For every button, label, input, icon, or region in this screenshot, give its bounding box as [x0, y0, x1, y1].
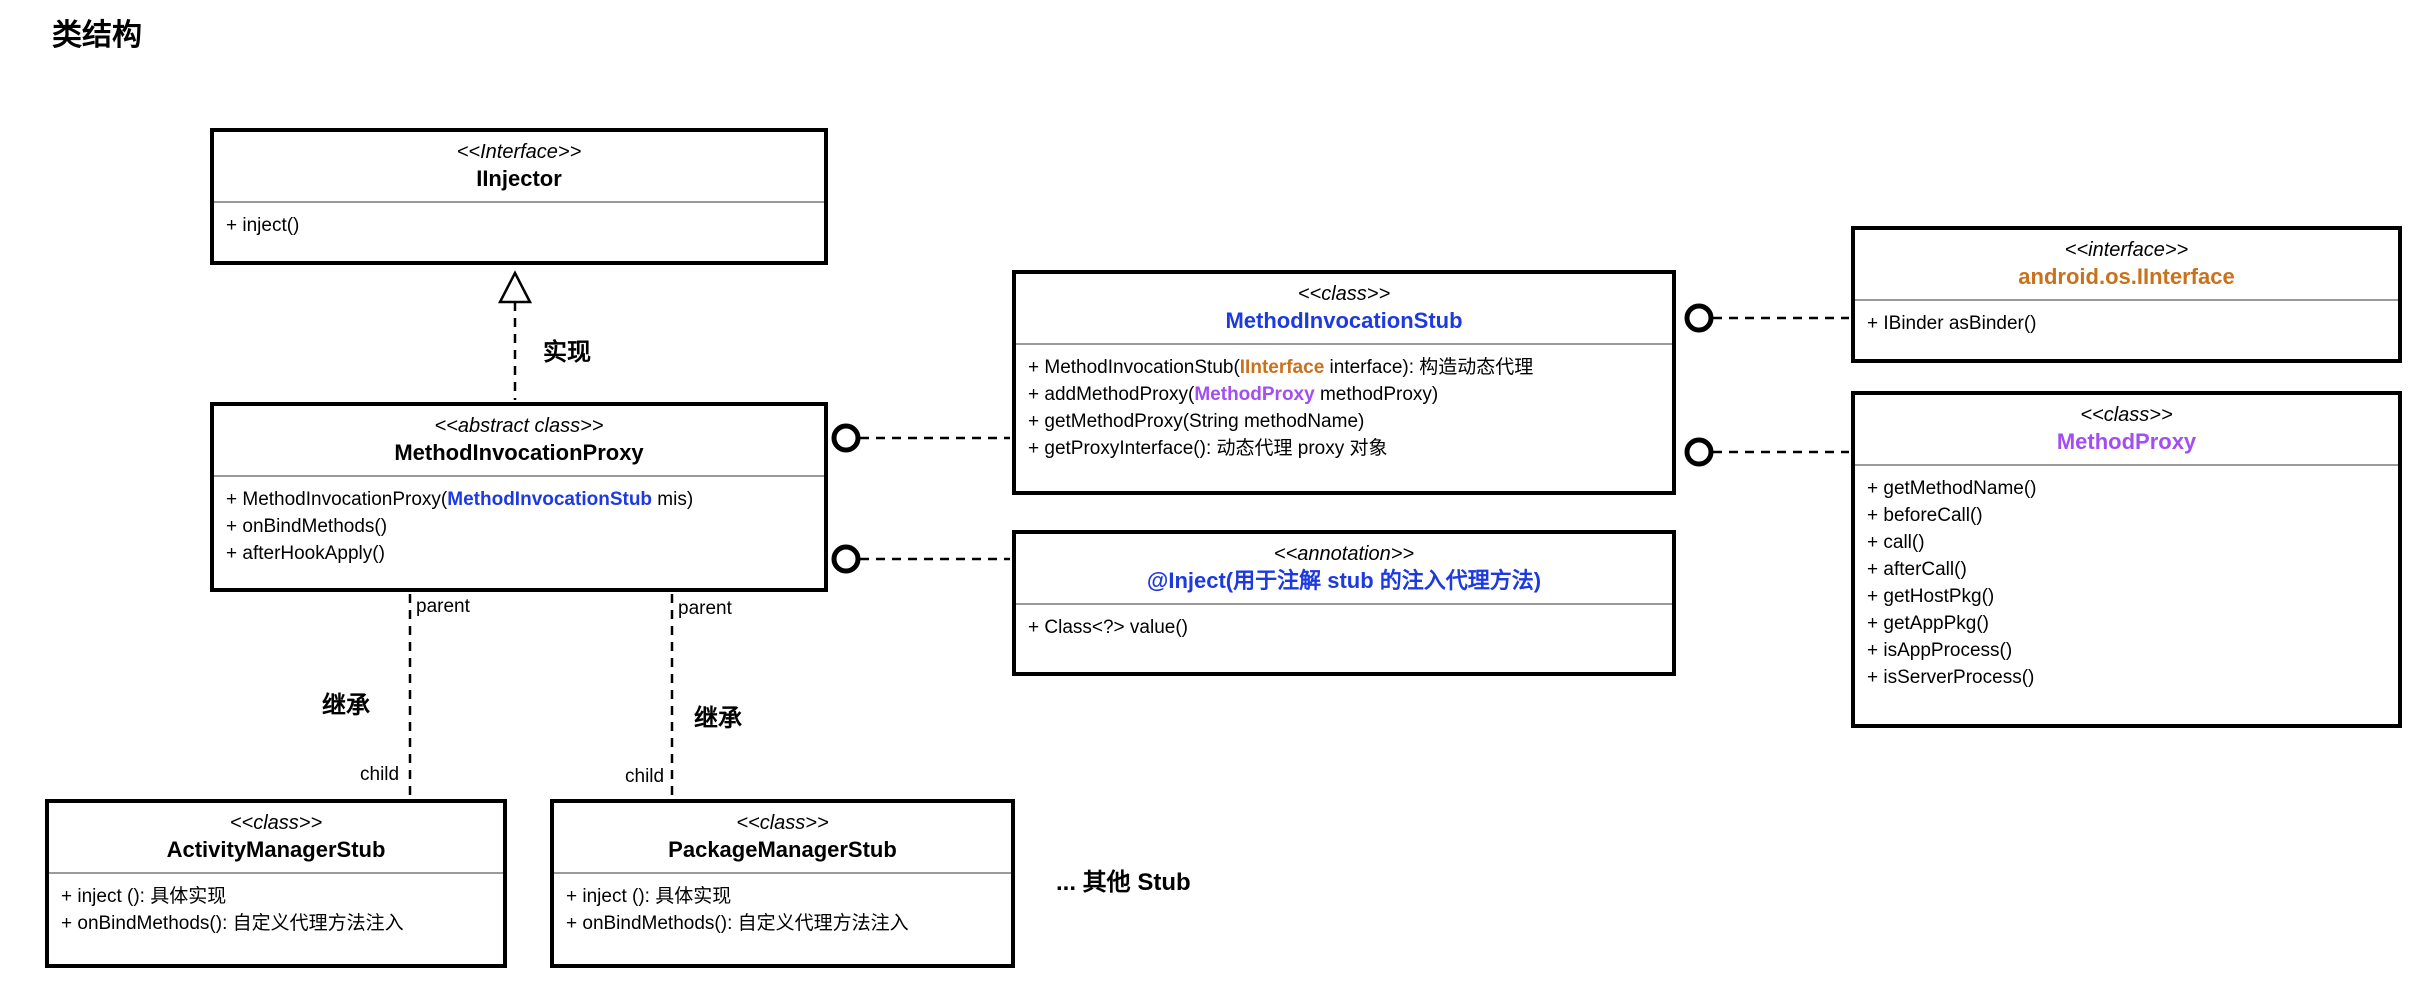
method-line: + inject() [226, 215, 300, 236]
method-text: interface): 构造动态代理 [1324, 357, 1534, 378]
class-box-iinjector: <<Interface>> IInjector + inject() [210, 128, 828, 265]
methods-section: + Class<?> value() [1016, 605, 1672, 650]
class-box-inject-annotation: <<annotation>> @Inject(用于注解 stub 的注入代理方法… [1012, 530, 1676, 676]
method-line: + getMethodProxy(String methodName) [1028, 411, 1365, 432]
method-line: + getHostPkg() [1867, 586, 1995, 607]
method-param-type: IInterface [1239, 357, 1325, 378]
stereotype-label: <<class>> [736, 812, 829, 834]
inherit-label-right: 继承 [694, 705, 742, 732]
method-line: + onBindMethods(): 自定义代理方法注入 [61, 913, 404, 934]
inherit-label-left: 继承 [322, 692, 370, 719]
stereotype-label: <<Interface>> [456, 141, 582, 163]
method-param-type: MethodInvocationStub [447, 489, 653, 510]
methods-section: + MethodInvocationStub(IInterface interf… [1016, 345, 1672, 471]
method-line: + call() [1867, 532, 1925, 553]
class-header: <<class>> PackageManagerStub [554, 803, 1011, 874]
method-text: + addMethodProxy( [1028, 384, 1195, 405]
class-header: <<interface>> android.os.IInterface [1855, 230, 2398, 301]
methods-section: + getMethodName() + beforeCall() + call(… [1855, 466, 2398, 700]
class-header: <<abstract class>> MethodInvocationProxy [214, 406, 824, 477]
method-line: + beforeCall() [1867, 505, 1983, 526]
method-text: + MethodInvocationProxy( [226, 489, 448, 510]
methods-section: + inject (): 具体实现 + onBindMethods(): 自定义… [49, 874, 503, 946]
stereotype-label: <<abstract class>> [434, 415, 604, 437]
method-line: + inject (): 具体实现 [566, 886, 732, 907]
class-header: <<class>> ActivityManagerStub [49, 803, 503, 874]
method-line: + IBinder asBinder() [1867, 313, 2037, 334]
child-label-right: child [625, 766, 665, 787]
class-box-android-os-iinterface: <<interface>> android.os.IInterface + IB… [1851, 226, 2402, 363]
class-box-methodinvocationstub: <<class>> MethodInvocationStub + MethodI… [1012, 270, 1676, 495]
class-box-packagemanagerstub: <<class>> PackageManagerStub + inject ()… [550, 799, 1015, 968]
method-line: + inject (): 具体实现 [61, 886, 227, 907]
methods-section: + MethodInvocationProxy(MethodInvocation… [214, 477, 824, 576]
method-line: + getMethodName() [1867, 478, 2037, 499]
class-name: MethodProxy [2056, 429, 2197, 454]
parent-label-right: parent [678, 598, 732, 619]
method-line: + MethodInvocationProxy(MethodInvocation… [226, 486, 812, 513]
class-box-methodproxy: <<class>> MethodProxy + getMethodName() … [1851, 391, 2402, 728]
class-name: MethodInvocationProxy [394, 440, 644, 465]
socket-icon [831, 423, 861, 453]
class-header: <<annotation>> @Inject(用于注解 stub 的注入代理方法… [1016, 534, 1672, 605]
realization-triangle-icon [497, 270, 533, 304]
methods-section: + inject (): 具体实现 + onBindMethods(): 自定义… [554, 874, 1011, 946]
class-name: android.os.IInterface [2018, 264, 2235, 289]
class-name: PackageManagerStub [668, 837, 897, 862]
method-line: + addMethodProxy(MethodProxy methodProxy… [1028, 381, 1660, 408]
method-text: mis) [652, 489, 694, 510]
method-param-type: MethodProxy [1194, 384, 1315, 405]
class-name: ActivityManagerStub [166, 837, 386, 862]
other-stub-note: ... 其他 Stub [1056, 869, 1191, 896]
method-line: + MethodInvocationStub(IInterface interf… [1028, 354, 1660, 381]
stereotype-label: <<annotation>> [1273, 543, 1415, 565]
socket-icon [1684, 437, 1714, 467]
class-box-methodinvocationproxy: <<abstract class>> MethodInvocationProxy… [210, 402, 828, 592]
child-label-left: child [360, 764, 400, 785]
method-line: + Class<?> value() [1028, 617, 1188, 638]
class-header: <<class>> MethodProxy [1855, 395, 2398, 466]
stereotype-label: <<interface>> [2064, 239, 2189, 261]
method-line: + isServerProcess() [1867, 667, 2035, 688]
method-line: + getProxyInterface(): 动态代理 proxy 对象 [1028, 438, 1388, 459]
method-text: methodProxy) [1314, 384, 1439, 405]
class-name: IInjector [476, 166, 562, 191]
methods-section: + IBinder asBinder() [1855, 301, 2398, 346]
method-line: + afterHookApply() [226, 543, 385, 564]
class-name: MethodInvocationStub [1225, 308, 1463, 333]
method-line: + getAppPkg() [1867, 613, 1989, 634]
class-header: <<Interface>> IInjector [214, 132, 824, 203]
stereotype-label: <<class>> [229, 812, 323, 834]
method-line: + onBindMethods(): 自定义代理方法注入 [566, 913, 909, 934]
class-name: @Inject(用于注解 stub 的注入代理方法) [1146, 568, 1542, 593]
class-header: <<class>> MethodInvocationStub [1016, 274, 1672, 345]
stereotype-label: <<class>> [2080, 404, 2173, 426]
page-title: 类结构 [52, 19, 142, 52]
method-line: + afterCall() [1867, 559, 1967, 580]
parent-label-left: parent [416, 596, 470, 617]
socket-icon [831, 544, 861, 574]
realize-label: 实现 [543, 339, 591, 366]
socket-icon [1684, 303, 1714, 333]
class-box-activitymanagerstub: <<class>> ActivityManagerStub + inject (… [45, 799, 507, 968]
method-line: + isAppProcess() [1867, 640, 2013, 661]
method-text: + MethodInvocationStub( [1028, 357, 1240, 378]
methods-section: + inject() [214, 203, 824, 248]
stereotype-label: <<class>> [1297, 283, 1391, 305]
method-line: + onBindMethods() [226, 516, 388, 537]
